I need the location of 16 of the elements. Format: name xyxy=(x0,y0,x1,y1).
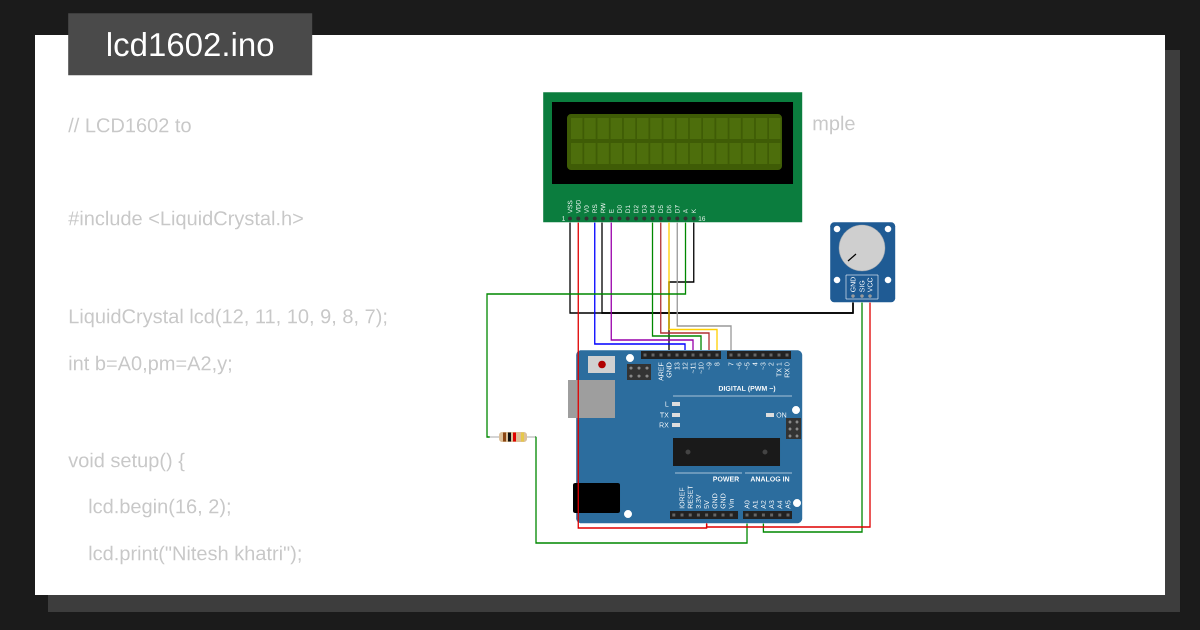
wire xyxy=(668,221,718,351)
wire xyxy=(651,221,702,351)
title-tab: lcd1602.ino xyxy=(68,13,313,76)
lcd-module-drawing xyxy=(543,92,803,223)
wire xyxy=(486,221,687,438)
wire xyxy=(762,301,863,533)
wire xyxy=(676,221,732,351)
wire xyxy=(594,221,686,351)
wire xyxy=(660,221,710,351)
wire xyxy=(705,301,871,528)
wire xyxy=(610,221,694,351)
wire xyxy=(535,436,748,544)
potentiometer-drawing xyxy=(830,222,896,303)
microcontroller-board-drawing xyxy=(568,350,803,524)
resistor-drawing xyxy=(489,432,537,442)
wire xyxy=(577,221,708,529)
